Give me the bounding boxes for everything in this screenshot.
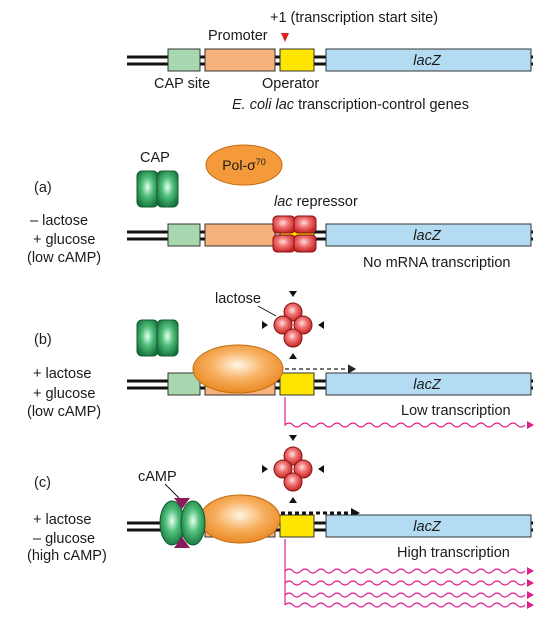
operator-box <box>279 372 315 396</box>
cap-label: CAP <box>140 150 170 166</box>
lacz-box <box>325 223 532 247</box>
panel-b-cond1: + lactose <box>33 366 91 382</box>
lactose-pointer <box>257 305 277 317</box>
panel-b-letter: (b) <box>34 332 52 348</box>
cap-protein-icon <box>136 170 179 208</box>
panel-c-result: High transcription <box>397 545 510 561</box>
panel-c-cond3: (high cAMP) <box>27 548 107 564</box>
cap-protein-icon <box>136 319 179 357</box>
polymerase-icon <box>199 494 281 544</box>
operator-box <box>279 514 315 538</box>
promoter-label: Promoter <box>208 28 268 44</box>
panel-c-letter: (c) <box>34 475 51 491</box>
panel-a: (a) – lactose + glucose (low cAMP) CAP P… <box>27 144 533 271</box>
svg-text:Pol-σ70: Pol-σ70 <box>222 157 266 173</box>
mrna-arrowheads <box>527 567 534 609</box>
cap-site-box <box>167 48 201 72</box>
top-caption: E. coli lac transcription-control genes <box>232 97 469 113</box>
lacz-box <box>325 514 532 538</box>
cap-site-box <box>167 372 201 396</box>
panel-b-result: Low transcription <box>401 403 511 419</box>
repressor-italic: lac <box>274 194 293 210</box>
repressor-rest: repressor <box>293 194 358 210</box>
repressor-lactose-icon <box>262 291 324 359</box>
mrna-arrowhead <box>527 421 534 429</box>
cap-camp-complex-icon <box>159 498 206 548</box>
pol-sup: 70 <box>256 157 266 167</box>
tss-marker-icon <box>281 33 289 42</box>
repressor-label: lac repressor <box>274 194 358 210</box>
repressor-lactose-icon <box>262 435 324 503</box>
mrna-wave <box>284 397 526 428</box>
caption-italic: E. coli lac <box>232 97 295 113</box>
panel-a-letter: (a) <box>34 180 52 196</box>
panel-c-cond2: – glucose <box>33 531 95 547</box>
promoter-box <box>204 48 276 72</box>
panel-a-result: No mRNA transcription <box>363 255 510 271</box>
camp-icon <box>174 537 190 548</box>
panel-c: (c) + lactose – glucose (high cAMP) cAMP… <box>27 435 534 609</box>
panel-b-cond3: (low cAMP) <box>27 404 101 420</box>
operator-box <box>279 48 315 72</box>
promoter-box <box>204 223 276 247</box>
lacz-label: lacZ <box>413 228 442 244</box>
top-schematic: lacZ +1 (transcription start site) Promo… <box>127 10 533 113</box>
panel-c-cond1: + lactose <box>33 512 91 528</box>
polymerase-icon: Pol-σ70 <box>205 144 283 186</box>
caption-rest: transcription-control genes <box>294 97 469 113</box>
lactose-label: lactose <box>215 291 261 307</box>
lac-repressor-icon <box>272 215 317 253</box>
camp-icon <box>174 498 190 509</box>
lacz-label: lacZ <box>413 519 442 535</box>
lacz-box <box>325 372 532 396</box>
panel-b: (b) + lactose + glucose (low cAMP) lacto… <box>27 291 534 429</box>
lacz-label: lacZ <box>413 377 442 393</box>
camp-label: cAMP <box>138 469 177 485</box>
panel-a-cond2: + glucose <box>33 232 95 248</box>
lacz-box <box>325 48 532 72</box>
panel-a-cond3: (low cAMP) <box>27 250 101 266</box>
lacz-label: lacZ <box>413 53 442 69</box>
camp-pointer <box>164 483 180 499</box>
panel-b-cond2: + glucose <box>33 386 95 402</box>
tss-label: +1 (transcription start site) <box>270 10 438 26</box>
cap-site-label: CAP site <box>154 76 210 92</box>
mrna-waves <box>284 539 526 608</box>
pol-label: Pol-σ <box>222 157 256 173</box>
polymerase-icon <box>192 344 284 394</box>
operator-label: Operator <box>262 76 319 92</box>
panel-a-cond1: – lactose <box>30 213 88 229</box>
cap-site-box <box>167 223 201 247</box>
